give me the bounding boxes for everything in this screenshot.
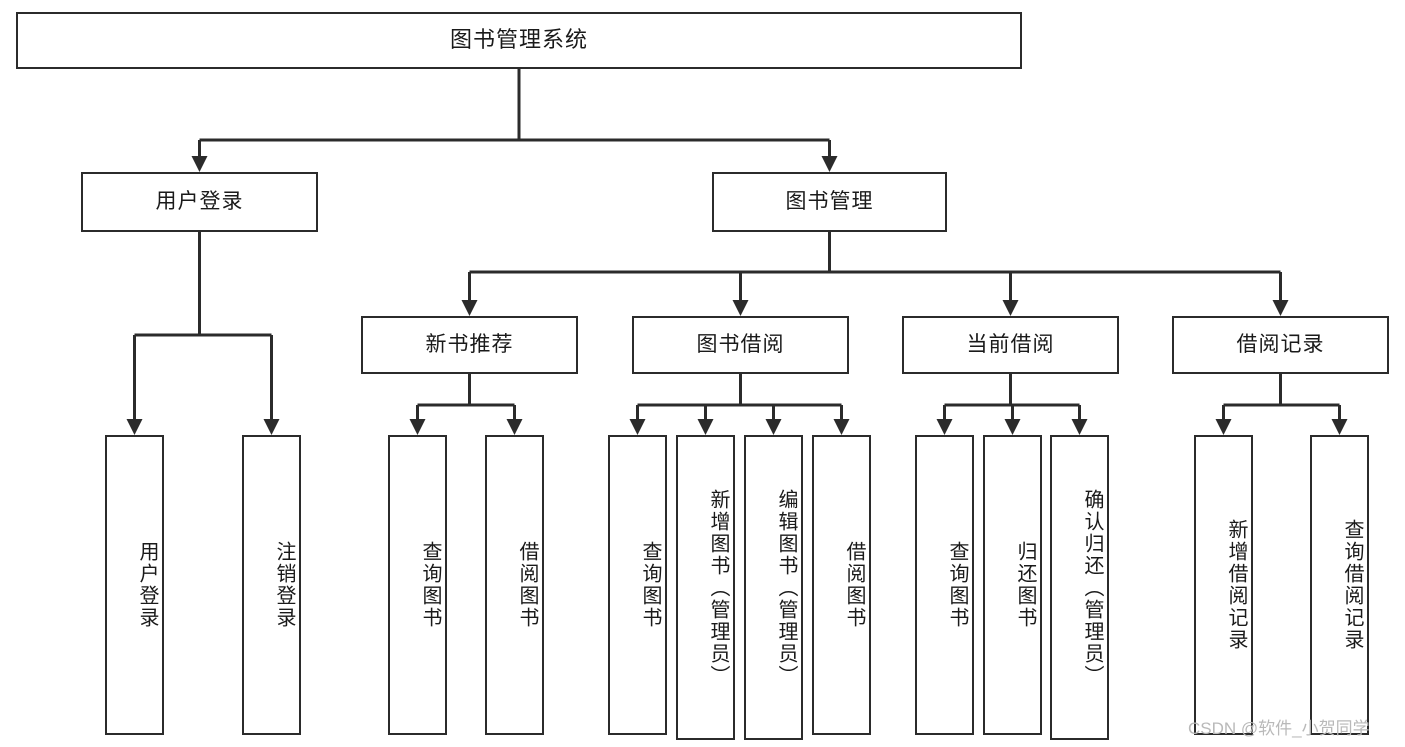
node-borrow-record[interactable]: 借阅记录 xyxy=(1172,316,1389,374)
node-label: 新书推荐 xyxy=(425,333,514,357)
node-label: 新增借阅记录 xyxy=(1225,519,1247,651)
node-label: 查询借阅记录 xyxy=(1341,519,1363,651)
node-query-book-borrow[interactable]: 查询图书 xyxy=(608,435,667,735)
node-confirm-return-admin[interactable]: 确认归还（管理员） xyxy=(1050,435,1109,740)
node-book-borrow[interactable]: 图书借阅 xyxy=(632,316,849,374)
node-label: 查询图书 xyxy=(946,541,968,629)
node-label: 图书借阅 xyxy=(696,333,785,357)
node-borrow-book-action[interactable]: 借阅图书 xyxy=(812,435,871,735)
node-root[interactable]: 图书管理系统 xyxy=(16,12,1022,69)
node-user-logout[interactable]: 注销登录 xyxy=(242,435,301,735)
node-user-login[interactable]: 用户登录 xyxy=(81,172,318,232)
node-query-borrow-record[interactable]: 查询借阅记录 xyxy=(1310,435,1369,735)
node-label: 借阅记录 xyxy=(1236,333,1325,357)
node-query-book-recommend[interactable]: 查询图书 xyxy=(388,435,447,735)
node-add-book-admin[interactable]: 新增图书（管理员） xyxy=(676,435,735,740)
node-label: 借阅图书 xyxy=(843,541,865,629)
node-book-management[interactable]: 图书管理 xyxy=(712,172,947,232)
node-label: 确认归还（管理员） xyxy=(1081,488,1103,687)
node-add-borrow-record[interactable]: 新增借阅记录 xyxy=(1194,435,1253,735)
node-borrow-book-recommend[interactable]: 借阅图书 xyxy=(485,435,544,735)
node-label: 归还图书 xyxy=(1014,541,1036,629)
node-label: 图书管理 xyxy=(785,190,874,214)
node-label: 图书管理系统 xyxy=(449,27,588,53)
node-edit-book-admin[interactable]: 编辑图书（管理员） xyxy=(744,435,803,740)
watermark-text: CSDN @软件_小贺同学 xyxy=(1188,719,1370,738)
node-label: 当前借阅 xyxy=(966,333,1055,357)
node-label: 注销登录 xyxy=(273,541,295,629)
node-new-book-recommend[interactable]: 新书推荐 xyxy=(361,316,578,374)
node-return-book[interactable]: 归还图书 xyxy=(983,435,1042,735)
node-label: 借阅图书 xyxy=(516,541,538,629)
node-user-login-action[interactable]: 用户登录 xyxy=(105,435,164,735)
node-label: 用户登录 xyxy=(136,541,158,629)
node-label: 编辑图书（管理员） xyxy=(775,488,797,687)
node-query-book-current[interactable]: 查询图书 xyxy=(915,435,974,735)
node-label: 查询图书 xyxy=(419,541,441,629)
node-label: 用户登录 xyxy=(155,190,244,214)
node-label: 查询图书 xyxy=(639,541,661,629)
node-label: 新增图书（管理员） xyxy=(707,488,729,687)
node-current-borrow[interactable]: 当前借阅 xyxy=(902,316,1119,374)
